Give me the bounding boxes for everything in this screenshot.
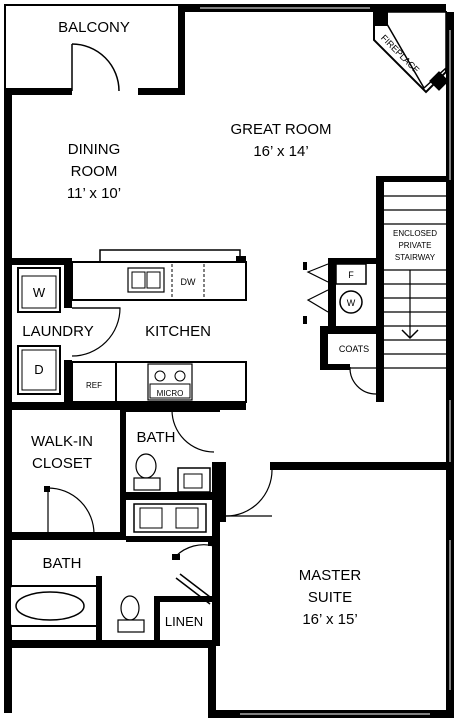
dryer-label: D [34, 362, 43, 377]
master-suite-label-line2: SUITE [308, 589, 352, 606]
great-room-size: 16’ x 14’ [253, 143, 308, 160]
master-suite-walls [208, 462, 454, 646]
dining-room-size: 11’ x 10’ [67, 185, 121, 202]
kitchen-upper-counter [71, 249, 247, 301]
interior-wall-band [4, 402, 246, 540]
dining-room-label-line1: DINING [68, 141, 121, 158]
washer-label: W [33, 285, 46, 300]
coats-label: COATS [339, 344, 369, 354]
furnace-label: F [348, 270, 354, 280]
refrigerator-label: REF [86, 381, 102, 390]
water-heater-label: W [347, 298, 356, 308]
stairway-label-line1: ENCLOSED [393, 229, 437, 238]
walk-in-closet-walls [4, 486, 126, 540]
walk-in-closet-label-line1: WALK-IN [31, 433, 93, 450]
great-room-label: GREAT ROOM [230, 121, 331, 138]
balcony-door [71, 43, 120, 92]
stairway-label-line3: STAIRWAY [395, 253, 436, 262]
master-suite-size: 16’ x 15’ [302, 611, 357, 628]
dishwasher-label: DW [181, 277, 196, 287]
microwave-label: MICRO [157, 389, 184, 398]
stairway [376, 176, 446, 369]
coats-closet [320, 326, 384, 402]
fireplace [373, 11, 449, 94]
laundry-walls [4, 258, 121, 408]
linen-closet-label: LINEN [165, 614, 203, 629]
upper-bath [126, 409, 220, 542]
utility-closet [303, 258, 376, 328]
window-marks-top [200, 7, 430, 715]
balcony-label: BALCONY [58, 19, 130, 36]
master-suite-label-line1: MASTER [299, 567, 362, 584]
dining-room-label-line2: ROOM [71, 163, 118, 180]
kitchen-lower-counter [71, 361, 247, 403]
kitchen-label: KITCHEN [145, 323, 211, 340]
upper-bath-label: BATH [137, 429, 176, 446]
walk-in-closet-label-line2: CLOSET [32, 455, 92, 472]
stairway-label-line2: PRIVATE [398, 241, 431, 250]
lower-bath [9, 544, 215, 640]
lower-bath-label: BATH [43, 555, 82, 572]
laundry-label: LAUNDRY [22, 323, 93, 340]
